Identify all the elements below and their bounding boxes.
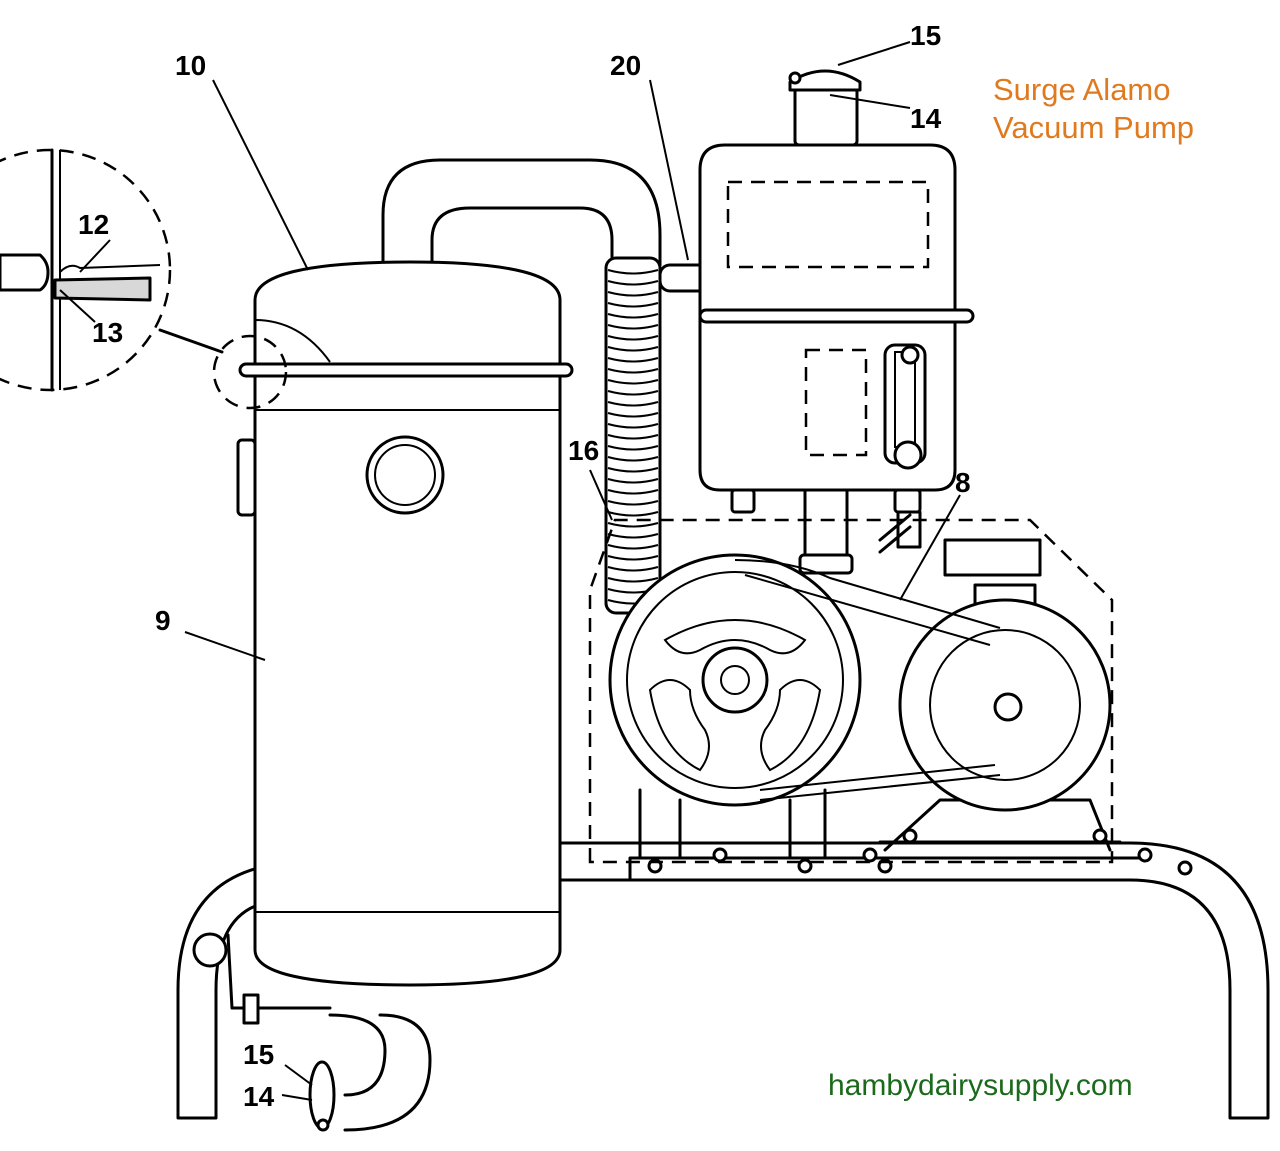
hose-rib bbox=[607, 346, 659, 352]
vacuum-hose bbox=[604, 256, 662, 615]
callout-12: 12 bbox=[78, 209, 109, 240]
callout-13: 13 bbox=[92, 317, 123, 348]
callout-14-bottom: 14 bbox=[243, 1081, 275, 1112]
hose-rib bbox=[607, 434, 659, 440]
hose-rib bbox=[607, 412, 659, 418]
diagram-title-line2: Vacuum Pump bbox=[993, 110, 1194, 145]
callout-15-bottom: 15 bbox=[243, 1039, 274, 1070]
callout-10: 10 bbox=[175, 50, 206, 81]
hose-rib bbox=[607, 555, 659, 561]
hose-rib bbox=[607, 467, 659, 473]
hose-rib bbox=[607, 401, 659, 407]
hose-rib bbox=[607, 478, 659, 484]
hose-rib bbox=[607, 368, 659, 374]
callout-16: 16 bbox=[568, 435, 599, 466]
callout-20: 20 bbox=[610, 50, 641, 81]
belt-guard bbox=[588, 518, 1114, 864]
inlet-pipe bbox=[381, 158, 662, 267]
v-belt bbox=[734, 559, 1001, 801]
callout-8: 8 bbox=[955, 467, 971, 498]
hose-rib bbox=[607, 533, 659, 539]
hose-rib bbox=[607, 357, 659, 363]
hose-rib bbox=[607, 445, 659, 451]
hose-rib bbox=[607, 269, 659, 275]
hose-rib bbox=[607, 379, 659, 385]
hose-rib bbox=[607, 500, 659, 506]
motor-pulley bbox=[898, 538, 1112, 812]
hose-rib bbox=[607, 280, 659, 286]
callout-labels: 10 20 15 14 12 13 16 8 9 15 14 bbox=[78, 20, 971, 1112]
drain-assembly bbox=[192, 932, 432, 1132]
callout-15-top: 15 bbox=[910, 20, 941, 51]
pump-pulley bbox=[608, 553, 862, 860]
leader-lines bbox=[59, 41, 961, 1101]
hose-rib bbox=[607, 423, 659, 429]
hose-rib bbox=[607, 566, 659, 572]
diagram-title-line1: Surge Alamo bbox=[993, 72, 1171, 107]
hose-rib bbox=[607, 291, 659, 297]
hose-rib bbox=[607, 313, 659, 319]
hose-rib bbox=[607, 335, 659, 341]
hose-rib bbox=[607, 544, 659, 550]
hose-rib bbox=[607, 390, 659, 396]
callout-14-top: 14 bbox=[910, 103, 942, 134]
hose-rib bbox=[607, 577, 659, 583]
hose-rib bbox=[607, 302, 659, 308]
gasket-detail-view bbox=[0, 148, 288, 410]
hose-rib bbox=[607, 511, 659, 517]
hose-rib bbox=[607, 324, 659, 330]
callout-9: 9 bbox=[155, 605, 171, 636]
hose-rib bbox=[607, 489, 659, 495]
oil-reservoir bbox=[698, 69, 975, 575]
mounting-bolts bbox=[647, 828, 1193, 876]
vacuum-tank bbox=[236, 260, 574, 987]
hose-rib bbox=[607, 456, 659, 462]
watermark-text: hambydairysupply.com bbox=[828, 1069, 1133, 1102]
hose-rib bbox=[607, 522, 659, 528]
